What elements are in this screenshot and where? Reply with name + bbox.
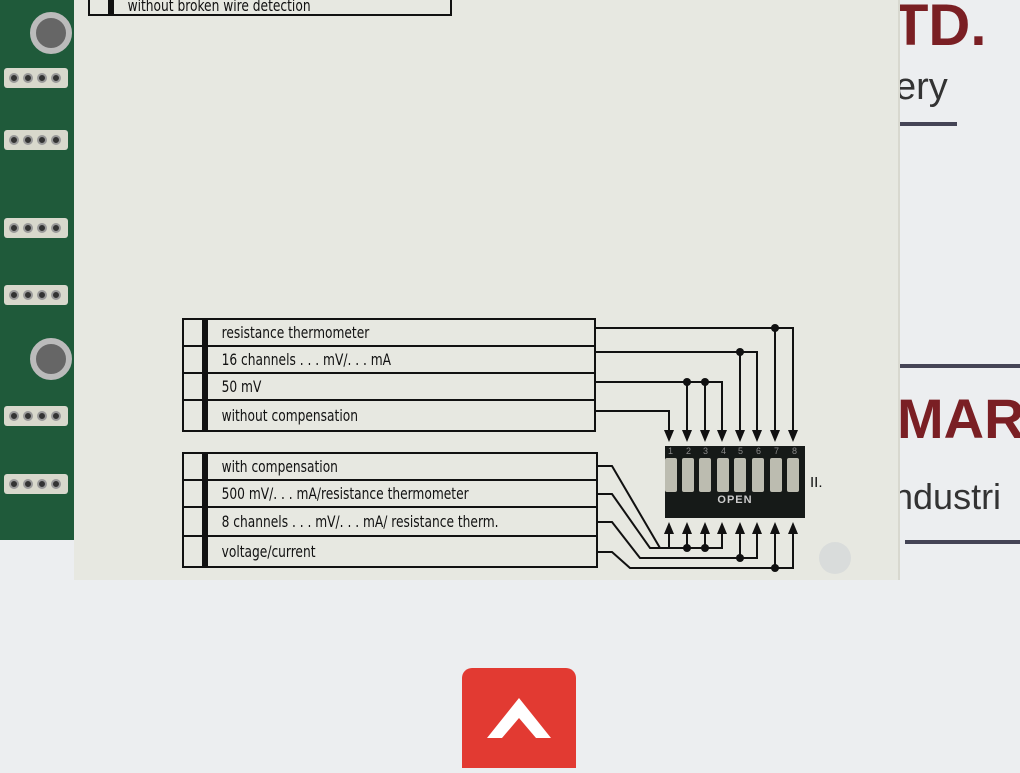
switch-2[interactable]	[682, 458, 694, 492]
checkbox[interactable]	[184, 347, 208, 372]
mounting-notch	[819, 542, 851, 574]
checkbox[interactable]	[184, 481, 208, 506]
option-label: 500 mV/. . . mA/resistance thermometer	[221, 484, 469, 503]
connector	[4, 130, 68, 150]
option-group-1: resistance thermometer 16 channels . . .…	[182, 318, 596, 432]
connector	[4, 406, 68, 426]
option-label: with compensation	[221, 457, 338, 476]
dip-side-label: II.	[810, 474, 823, 491]
checkbox[interactable]	[184, 374, 208, 399]
sign-text: TD.	[893, 0, 987, 58]
checkbox[interactable]	[184, 508, 208, 535]
sign-text: MAR	[897, 387, 1020, 450]
checkbox[interactable]	[184, 320, 208, 345]
divider	[893, 122, 957, 126]
switch-4[interactable]	[717, 458, 729, 492]
switch-8[interactable]	[787, 458, 799, 492]
switch-1[interactable]	[665, 458, 677, 492]
option-label: without compensation	[221, 406, 358, 425]
option-label: without broken wire detection	[127, 0, 311, 15]
option-label: 16 channels . . . mV/. . . mA	[221, 350, 392, 369]
connector	[4, 218, 68, 238]
option-label: voltage/current	[221, 542, 316, 561]
checkbox[interactable]	[184, 454, 208, 479]
circuit-board	[0, 0, 74, 540]
option-box: without broken wire detection	[88, 0, 452, 16]
switch-3[interactable]	[699, 458, 711, 492]
connector	[4, 285, 68, 305]
option-label: 8 channels . . . mV/. . . mA/ resistance…	[221, 512, 499, 531]
logo	[462, 668, 576, 768]
background-sign: TD. ery MAR ndustri	[893, 0, 1020, 560]
checkbox[interactable]	[184, 537, 208, 566]
jack	[30, 338, 72, 380]
jack	[30, 12, 72, 54]
connector	[4, 68, 68, 88]
sign-text: ery	[895, 66, 948, 108]
switch-7[interactable]	[770, 458, 782, 492]
switch-6[interactable]	[752, 458, 764, 492]
sign-text: ndustri	[893, 476, 1002, 517]
open-label: OPEN	[717, 494, 753, 506]
checkbox[interactable]	[184, 401, 208, 430]
option-label: resistance thermometer	[221, 323, 370, 342]
switch-5[interactable]	[734, 458, 746, 492]
option-label: 50 mV	[221, 377, 262, 396]
connector	[4, 474, 68, 494]
divider	[905, 540, 1020, 544]
option-group-2: with compensation 500 mV/. . . mA/resist…	[182, 452, 598, 568]
divider	[900, 364, 1020, 368]
